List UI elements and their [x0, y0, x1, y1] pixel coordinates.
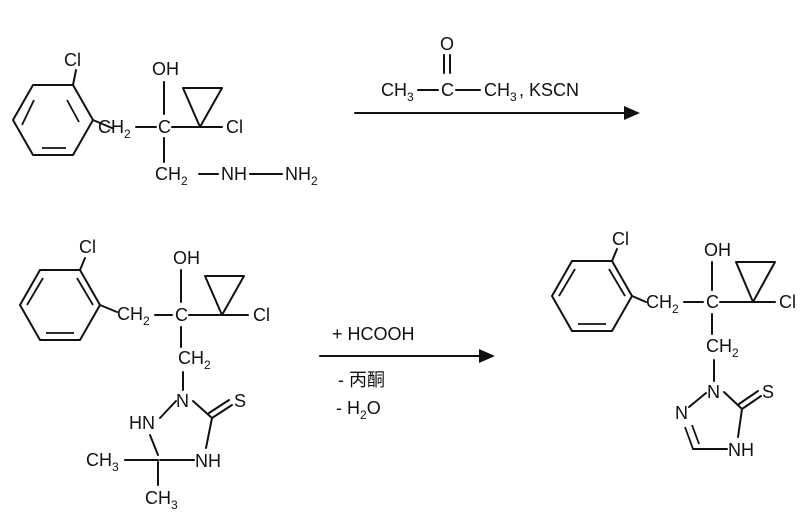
ch3-label: CH3 [484, 80, 517, 104]
quaternary-c-label: C [158, 117, 171, 137]
thione-bond [738, 390, 759, 405]
ring-bond [688, 392, 707, 408]
cl-label: Cl [226, 117, 243, 137]
nh-label: NH [221, 164, 247, 184]
nh-label: NH [195, 451, 221, 471]
aromatic-bond [608, 268, 626, 297]
reaction-1-conditions: O CH3 C CH3 , KSCN [354, 34, 640, 120]
starting-material: Cl CH2 C OH Cl CH2 NH NH2 [12, 50, 318, 188]
bond-ring-ch2 [631, 295, 647, 303]
cl-label: Cl [253, 305, 270, 325]
bond-ring-cl [611, 248, 618, 262]
nh2-label: NH2 [285, 164, 318, 188]
thione-bond [208, 399, 230, 414]
ch2-label: CH2 [98, 117, 131, 141]
benzene-ring [551, 260, 633, 332]
ch2-label: CH2 [178, 348, 211, 372]
thione-bond [741, 395, 762, 410]
oh-label: OH [704, 240, 731, 260]
cyclopropyl-ring [735, 261, 776, 303]
aromatic-bond [21, 99, 35, 126]
ch2-label: CH2 [646, 292, 679, 316]
s-label: S [234, 391, 246, 411]
ring-bond [737, 408, 743, 438]
n-label: N [176, 391, 189, 411]
minus-water-label: - H2O [336, 398, 381, 422]
n-label: N [675, 403, 688, 423]
cyclopropyl-ring [204, 275, 245, 316]
aromatic-bond [66, 99, 80, 123]
thione-bond [211, 404, 233, 419]
bond-ring-ch2 [92, 119, 113, 129]
nh-label: NH [728, 440, 754, 460]
carbonyl-c-label: C [441, 80, 454, 100]
cl-label: Cl [612, 229, 629, 249]
n-label: N [707, 382, 720, 402]
plus-hcooh-label: + HCOOH [332, 324, 415, 344]
quaternary-c-label: C [175, 305, 188, 325]
bond-ring-cl [79, 257, 86, 271]
bond-ring-ch2 [99, 304, 118, 313]
ch2-label: CH2 [117, 304, 150, 328]
ring-double-bond [691, 424, 700, 445]
ring-bond [149, 434, 159, 456]
ring-bond [205, 417, 213, 449]
hn-label: HN [129, 413, 155, 433]
intermediate: Cl CH2 C OH Cl CH2 N S NH HN CH3 CH3 [19, 237, 270, 512]
ring-double-bond [684, 426, 694, 450]
reaction-2-conditions: + HCOOH - 丙酮 - H2O [319, 324, 495, 422]
ch2-label: CH2 [155, 164, 188, 188]
oh-label: OH [152, 59, 179, 79]
aromatic-bond [558, 268, 576, 297]
cl-label: Cl [779, 292, 796, 312]
ring-bond [723, 391, 743, 410]
cl-label: Cl [79, 237, 96, 257]
minus-acetone-label: - 丙酮 [338, 370, 385, 390]
ring-bond [192, 400, 213, 419]
quaternary-c-label: C [706, 292, 719, 312]
aromatic-bond [26, 277, 44, 306]
ch3-label: CH3 [145, 488, 178, 512]
benzene-ring [19, 269, 101, 341]
cl-label: Cl [64, 50, 81, 70]
s-label: S [762, 382, 774, 402]
arrowhead-1 [624, 106, 640, 120]
cyclopropyl-ring [182, 87, 223, 128]
ch3-label: CH3 [381, 80, 414, 104]
oh-label: OH [173, 248, 200, 268]
ch3-label: CH3 [86, 450, 119, 474]
ch2-label: CH2 [706, 336, 739, 360]
ring-bond [159, 400, 177, 419]
carbonyl-o-label: O [440, 34, 454, 54]
aromatic-bond [76, 277, 94, 306]
arrowhead-2 [479, 349, 495, 363]
kscn-label: , KSCN [519, 80, 579, 100]
product: Cl CH2 C OH Cl CH2 N S NH N [551, 229, 796, 460]
bond-ring-cl [72, 69, 77, 86]
